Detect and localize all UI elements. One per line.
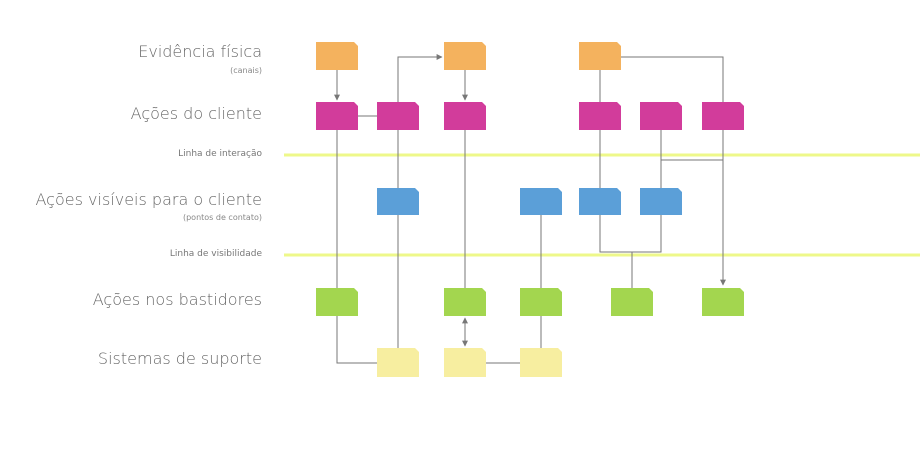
card-customer-action bbox=[640, 102, 682, 130]
card-customer-action bbox=[702, 102, 744, 130]
card-customer-action bbox=[377, 102, 419, 130]
card-customer-action bbox=[316, 102, 358, 130]
row-sub-physical-evidence: (canais) bbox=[230, 66, 262, 75]
card-visible-action bbox=[377, 188, 419, 215]
card-visible-action bbox=[640, 188, 682, 215]
row-sub-visible-actions: (pontos de contato) bbox=[182, 213, 262, 222]
connector-va-merge bbox=[599, 215, 662, 253]
row-label-support-systems: Sistemas de suporte bbox=[97, 349, 262, 368]
line-label-visibility: Linha de visibilidade bbox=[169, 249, 262, 259]
card-backstage-action bbox=[316, 288, 358, 316]
row-label-backstage-actions: Ações nos bastidores bbox=[92, 290, 262, 309]
card-backstage-action bbox=[611, 288, 653, 316]
card-backstage-action bbox=[520, 288, 562, 316]
card-physical-evidence bbox=[316, 42, 358, 70]
connector-ca1-ss1 bbox=[336, 130, 377, 364]
card-support-system bbox=[444, 348, 486, 377]
card-visible-action bbox=[579, 188, 621, 215]
card-backstage-action bbox=[444, 288, 486, 316]
card-customer-action bbox=[579, 102, 621, 130]
connector-ev3-bs5 bbox=[621, 56, 724, 102]
card-physical-evidence bbox=[444, 42, 486, 70]
row-label-physical-evidence: Evidência física bbox=[138, 42, 262, 61]
card-support-system bbox=[377, 348, 419, 377]
card-physical-evidence bbox=[579, 42, 621, 70]
card-support-system bbox=[520, 348, 562, 377]
line-label-interaction: Linha de interação bbox=[178, 149, 262, 159]
row-label-customer-actions: Ações do cliente bbox=[130, 104, 262, 123]
connectors bbox=[334, 54, 726, 364]
card-visible-action bbox=[520, 188, 562, 215]
card-backstage-action bbox=[702, 288, 744, 316]
card-customer-action bbox=[444, 102, 486, 130]
cards bbox=[316, 42, 744, 377]
connector-ca2-ev2 bbox=[397, 54, 443, 102]
row-label-visible-actions: Ações visíveis para o cliente bbox=[35, 190, 262, 209]
